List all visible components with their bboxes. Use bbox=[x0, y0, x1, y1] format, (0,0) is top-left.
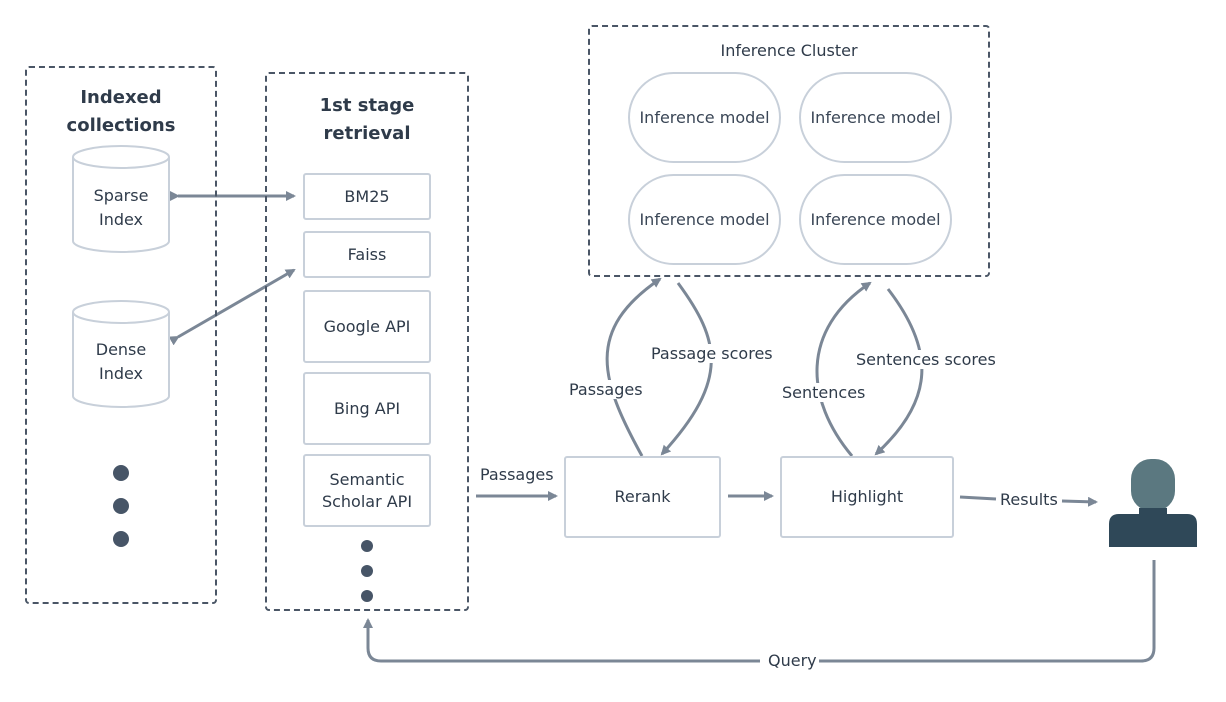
arrow-sentences-up bbox=[815, 281, 872, 457]
arrow-results-user bbox=[1061, 496, 1098, 507]
edge-label-sentences-scores: Sentences scores bbox=[856, 350, 996, 369]
retriever-faiss: Faiss bbox=[303, 231, 431, 278]
first-stage-title: 1st stage retrieval bbox=[319, 95, 415, 144]
retriever-google-api: Google API bbox=[303, 290, 431, 363]
arrow-query-right bbox=[363, 618, 760, 663]
edge-label-passage-scores: Passage scores bbox=[651, 344, 773, 363]
sparse-index-cylinder bbox=[72, 145, 170, 253]
collections-more-dot bbox=[113, 465, 129, 481]
dense-index-label: Dense Index bbox=[95, 340, 147, 383]
arrow-query-left bbox=[818, 560, 1156, 663]
arrow-sentences-scores-down bbox=[874, 288, 924, 456]
collections-more-dot bbox=[113, 498, 129, 514]
inference-model-node: Inference model bbox=[628, 72, 781, 163]
edge-label-query: Query bbox=[766, 651, 819, 670]
retrievers-more-dot bbox=[361, 590, 373, 602]
dense-index-cylinder bbox=[72, 300, 170, 408]
retrievers-more-dot bbox=[361, 540, 373, 552]
retrievers-more-dot bbox=[361, 565, 373, 577]
inference-model-node: Inference model bbox=[628, 174, 781, 265]
collections-more-dot bbox=[113, 531, 129, 547]
user-icon bbox=[1109, 459, 1197, 547]
arrow-dense-faiss bbox=[168, 268, 296, 346]
inference-model-node: Inference model bbox=[799, 174, 952, 265]
first-stage-retrieval-group: 1st stage retrieval bbox=[265, 72, 469, 611]
inference-cluster-title: Inference Cluster bbox=[720, 41, 858, 60]
edge-label-passages-up: Passages bbox=[569, 380, 643, 399]
edge-label-sentences: Sentences bbox=[782, 383, 866, 402]
edge-label-passages-in: Passages bbox=[480, 465, 554, 484]
arrow-passages-up bbox=[605, 277, 662, 457]
inference-model-node: Inference model bbox=[799, 72, 952, 163]
highlight-node: Highlight bbox=[780, 456, 954, 538]
indexed-collections-title: Indexed collections bbox=[66, 87, 176, 136]
retriever-bm25: BM25 bbox=[303, 173, 431, 220]
inference-cluster-group: Inference Cluster bbox=[588, 25, 990, 277]
indexed-collections-group: Indexed collections bbox=[25, 66, 217, 604]
rerank-node: Rerank bbox=[564, 456, 721, 538]
arrow-highlight-results bbox=[959, 495, 997, 501]
retriever-semantic-scholar-api: Semantic Scholar API bbox=[303, 454, 431, 527]
arrow-passage-scores-down bbox=[660, 282, 713, 456]
edge-label-results: Results bbox=[1000, 490, 1058, 509]
retriever-bing-api: Bing API bbox=[303, 372, 431, 445]
sparse-index-label: Sparse Index bbox=[93, 186, 149, 229]
